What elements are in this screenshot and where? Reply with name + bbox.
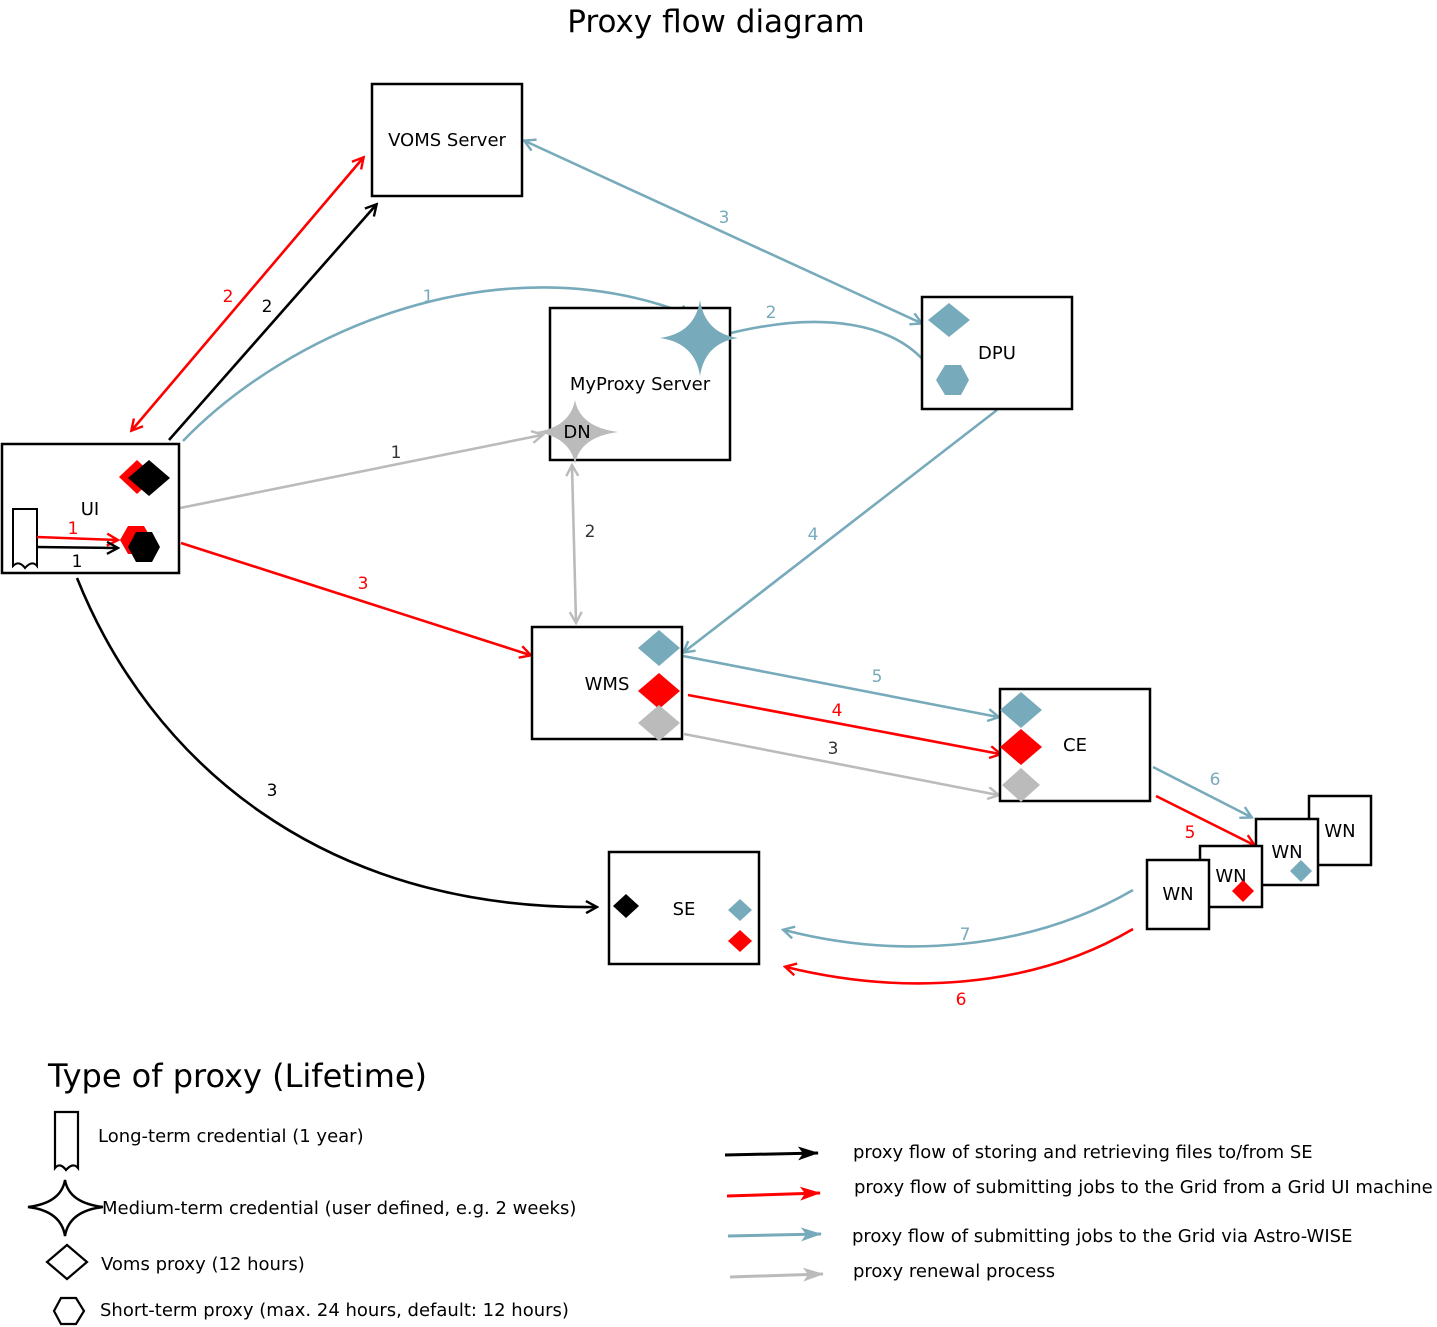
step-label: 3	[267, 781, 278, 801]
legend-red-arrow	[726, 1186, 821, 1201]
voms-server-label: VOMS Server	[388, 130, 506, 151]
legend-long-term: Long-term credential (1 year)	[98, 1126, 364, 1147]
wn-label-2: WN	[1215, 866, 1246, 887]
dpu-node: DPU	[920, 295, 1074, 411]
arrow-black-ui-se	[75, 577, 596, 907]
step-label: 5	[872, 667, 883, 687]
voms-proxy-icon	[928, 303, 970, 337]
arrow-gray-wms-ce	[683, 732, 998, 795]
arrow-red-wn-se	[786, 927, 1134, 985]
medium-term-credential-icon	[27, 1179, 104, 1237]
step-label: 7	[960, 925, 971, 945]
step-label: 1	[68, 519, 79, 539]
step-label: 2	[223, 287, 234, 307]
ce-node: CE	[998, 687, 1152, 803]
se-label: SE	[673, 899, 696, 920]
voms-proxy-red-icon	[638, 673, 680, 709]
step-label: 1	[391, 443, 402, 463]
arrow-blue-ce-wn	[1152, 765, 1251, 817]
legend-blue-arrow	[727, 1227, 822, 1242]
se-node: SE	[607, 850, 761, 966]
legend-flow-blue: proxy flow of submitting jobs to the Gri…	[852, 1226, 1352, 1247]
legend-title: Type of proxy (Lifetime)	[47, 1057, 427, 1095]
arrow-blue-myproxy-dpu	[722, 320, 935, 375]
voms-proxy-blue-icon	[638, 630, 680, 666]
voms-proxy-red-icon	[1000, 729, 1042, 765]
voms-proxy-red-icon	[1232, 880, 1254, 902]
arrow-blue-wms-ce	[682, 654, 998, 717]
step-label: 4	[832, 701, 843, 721]
legend-short-term: Short-term proxy (max. 24 hours, default…	[100, 1300, 569, 1321]
dn-star-icon	[536, 400, 618, 464]
step-label: 2	[262, 297, 273, 317]
flow-arrows	[75, 141, 1254, 985]
step-label: 6	[1210, 770, 1221, 790]
medium-term-credential-icon	[660, 300, 738, 376]
legend-flow-gray: proxy renewal process	[853, 1261, 1055, 1282]
arrow-red-wms-ce	[687, 693, 1000, 754]
wms-node: WMS	[530, 625, 684, 741]
arrow-red-ui-wms	[180, 541, 530, 655]
wn-label-1: WN	[1162, 884, 1193, 905]
voms-proxy-blue-icon	[1000, 692, 1042, 728]
arrow-gray-ui-myproxy	[179, 435, 542, 510]
long-term-credential-icon	[12, 508, 38, 570]
voms-proxy-gray-icon	[638, 705, 680, 741]
step-label: 3	[358, 574, 369, 594]
diagram-title: Proxy flow diagram	[567, 4, 864, 40]
arrow-black-ui-voms	[168, 205, 376, 441]
ui-node: UI	[0, 442, 181, 575]
step-label: 2	[585, 522, 596, 542]
wn-box-1	[1145, 858, 1211, 931]
step-label: 5	[1185, 823, 1196, 843]
flow-legend: proxy flow of storing and retrieving fil…	[724, 1142, 1433, 1282]
legend-gray-arrow	[729, 1267, 824, 1282]
step-label: 3	[719, 208, 730, 228]
wn-label-3: WN	[1271, 842, 1302, 863]
long-term-credential-icon	[53, 1110, 80, 1172]
short-term-proxy-black-icon	[128, 532, 160, 562]
arrow-gray-myproxy-wms	[572, 466, 576, 622]
step-label: 2	[766, 303, 777, 323]
legend-voms-proxy: Voms proxy (12 hours)	[101, 1254, 305, 1275]
arrow-black-ui-internal	[36, 547, 117, 548]
legend-black-arrow	[724, 1146, 819, 1161]
step-label: 1	[423, 287, 434, 307]
legend-medium-term: Medium-term credential (user defined, e.…	[102, 1198, 576, 1219]
myproxy-server-label: MyProxy Server	[570, 374, 711, 395]
wms-label: WMS	[585, 674, 630, 695]
step-label: 1	[72, 552, 83, 572]
ce-label: CE	[1063, 735, 1087, 756]
voms-proxy-black-icon	[128, 460, 170, 496]
voms-proxy-red-icon	[728, 930, 752, 952]
dn-label: DN	[563, 422, 590, 443]
voms-proxy-blue-icon	[1290, 860, 1312, 882]
ui-label: UI	[81, 499, 99, 520]
legend-flow-red: proxy flow of submitting jobs to the Gri…	[854, 1177, 1433, 1198]
voms-proxy-icon	[45, 1243, 89, 1281]
step-label: 6	[956, 990, 967, 1010]
voms-server-node: VOMS Server	[370, 82, 524, 198]
step-label: 4	[808, 525, 819, 545]
arrow-blue-voms-dpu	[525, 141, 921, 323]
legend-flow-black: proxy flow of storing and retrieving fil…	[853, 1142, 1313, 1163]
proxy-type-legend: Type of proxy (Lifetime) Long-term crede…	[27, 1057, 576, 1326]
step-label: 3	[828, 739, 839, 759]
voms-proxy-black-icon	[613, 894, 639, 918]
wn-stack: WN WN WN WN	[1145, 794, 1373, 931]
voms-proxy-gray-icon	[1002, 768, 1040, 802]
wn-label-4: WN	[1324, 821, 1355, 842]
arrow-blue-dpu-wms	[684, 408, 998, 652]
voms-proxy-blue-icon	[728, 899, 752, 921]
short-term-proxy-icon	[936, 365, 969, 395]
arrow-red-ce-wn	[1155, 794, 1254, 845]
arrow-blue-wn-se	[784, 888, 1134, 948]
dpu-label: DPU	[978, 343, 1016, 364]
myproxy-server-node: MyProxy Server DN	[536, 300, 738, 464]
step-numbers: 2 2 1 2 3 1 1 1 2 3 4 5 4 3 3 6 5 7 6	[68, 208, 1221, 1010]
arrow-red-ui-voms	[132, 158, 363, 430]
arrow-red-ui-internal	[36, 537, 117, 540]
short-term-proxy-icon	[52, 1296, 86, 1326]
